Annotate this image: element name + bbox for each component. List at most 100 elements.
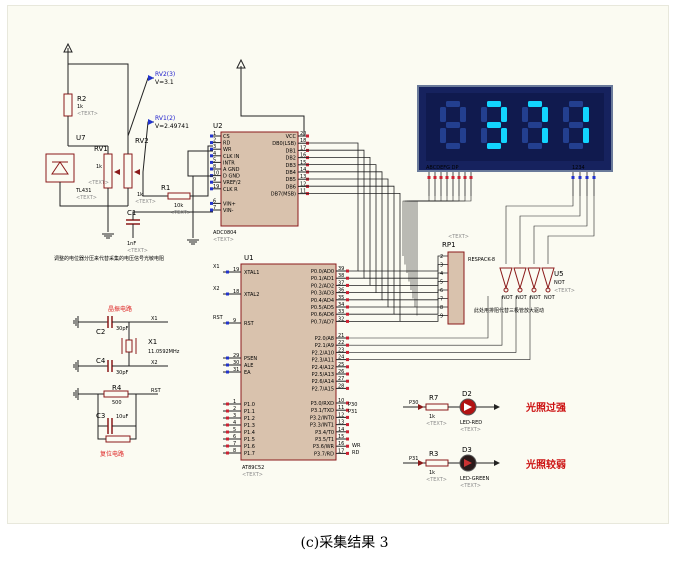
u1-pin-label: PSEN (244, 356, 257, 362)
u7-text: <TEXT> (76, 195, 97, 201)
u1-pin-number: 17 (338, 448, 344, 454)
u1-part: AT89C52 (242, 465, 264, 471)
net-p30: P30 (348, 402, 357, 408)
display-segment (569, 143, 583, 149)
u1-pin-number: 10 (338, 398, 344, 404)
display-pin-marker (457, 176, 461, 179)
display-pin-marker (578, 176, 582, 179)
u5-part: NOT (554, 280, 566, 286)
net-p31: P31 (348, 409, 357, 415)
net-wr: WR (352, 443, 361, 449)
u2-pin-label: DB5 (286, 177, 296, 183)
u1-pin-number: 15 (338, 434, 344, 440)
u2-pin-number: 8 (213, 164, 216, 170)
u2-pin-number: 14 (300, 167, 306, 173)
not-gate (499, 267, 513, 290)
display-segment (563, 128, 569, 143)
u2-pin-label: DB7(MSB) (271, 192, 296, 198)
r1-resistor (167, 192, 191, 200)
display-segment (446, 122, 460, 128)
u1-pin-marker (226, 402, 229, 406)
u1-pin-label: P2.0/A8 (315, 336, 334, 342)
u2-pin-label: RD (223, 141, 230, 147)
u2-pin-number: 16 (300, 153, 306, 159)
u1-pin-marker (346, 312, 349, 316)
u1-pin-marker (346, 408, 349, 412)
u1-pin-label: P3.2/INT0 (310, 415, 334, 421)
display-pin-marker (433, 176, 437, 179)
reset-button[interactable] (105, 435, 131, 443)
u1-pin-number: 18 (233, 289, 239, 295)
c1-text: <TEXT> (127, 248, 148, 254)
u7-part: TL431 (75, 188, 91, 194)
rv2-name: RV2 (135, 137, 149, 145)
u2-pin-number: 1 (213, 131, 216, 137)
u1-pin-label: P1.5 (244, 437, 255, 443)
u2-pin-marker (210, 154, 213, 158)
u2-pin-number: 20 (300, 131, 306, 137)
rv2-potentiometer (123, 153, 133, 189)
u1-pin-marker (346, 291, 349, 295)
u1-pin-label: ALE (244, 363, 253, 369)
u1-pin-label: P2.2/A10 (312, 350, 334, 356)
rp1-pin-number: 2 (440, 254, 443, 260)
u1-pin-marker (346, 386, 349, 390)
display-segment (563, 107, 569, 122)
u1-pin-number: 28 (338, 383, 344, 389)
display-segment (542, 128, 548, 143)
u2-pin-label: VIN+ (223, 201, 236, 207)
x1-net-label: X1 (151, 316, 158, 322)
rp1-part: RESPACK-8 (468, 257, 495, 263)
u1-pin-marker (226, 444, 229, 448)
u2-pin-label: INTR (223, 160, 235, 166)
net-x1: X1 (213, 264, 220, 270)
u2-pin-marker (210, 167, 213, 171)
u1-pin-label: P3.3/INT1 (310, 423, 334, 429)
u2-pin-label: WR (223, 147, 232, 153)
d2-status-label: 光照过强 (525, 401, 566, 414)
u5-name: U5 (554, 270, 564, 278)
display-segment (481, 128, 487, 143)
display-segment (460, 128, 466, 143)
u2-pin-number: 17 (300, 145, 306, 151)
u2-pin-number: 5 (213, 157, 216, 163)
u1-pin-label: P2.6/A14 (312, 379, 334, 385)
r2-name: R2 (77, 95, 86, 103)
u1-pin-label: P1.2 (244, 416, 255, 422)
rp1-pin-number: 9 (440, 314, 443, 320)
r3-text: <TEXT> (426, 477, 447, 483)
u1-pin-number: 30 (233, 360, 239, 366)
u1-pin-marker (226, 451, 229, 455)
u1-pin-marker (226, 409, 229, 413)
rp1-pin-number: 7 (440, 297, 443, 303)
u1-pin-marker (346, 444, 349, 448)
display-segment (487, 143, 501, 149)
u2-pin-label: VCC (286, 134, 297, 140)
rv2-value: 1k (137, 192, 143, 198)
c3-value: 10uF (116, 414, 129, 420)
r1-value: 10k (174, 203, 183, 209)
display-segment (446, 101, 460, 107)
u1-pin-label: P2.7/A15 (312, 386, 334, 392)
u2-pin-number: 13 (300, 174, 306, 180)
c2-name: C2 (96, 328, 105, 336)
x1-crystal (125, 339, 133, 353)
u1-pin-number: 4 (233, 420, 236, 426)
u1-pin-marker (346, 415, 349, 419)
u1-pin-label: P0.2/AD2 (311, 283, 334, 289)
u1-pin-number: 39 (338, 266, 344, 272)
d3-part: LED-GREEN (460, 476, 489, 482)
u2-pin-number: 2 (213, 138, 216, 144)
u1-pin-marker (226, 356, 229, 360)
u2-pin-marker (210, 208, 213, 212)
u2-pin-label: DB0(LSB) (272, 141, 296, 147)
display-segment (460, 107, 466, 122)
u1-pin-marker (346, 437, 349, 441)
u2-pin-number: 12 (300, 181, 306, 187)
r3-net: P31 (409, 456, 418, 462)
u1-pin-marker (346, 298, 349, 302)
display-pin-marker (439, 176, 443, 179)
u1-pin-number: 2 (233, 406, 236, 412)
d2-name: D2 (462, 390, 472, 398)
u1-pin-label: P1.4 (244, 430, 255, 436)
